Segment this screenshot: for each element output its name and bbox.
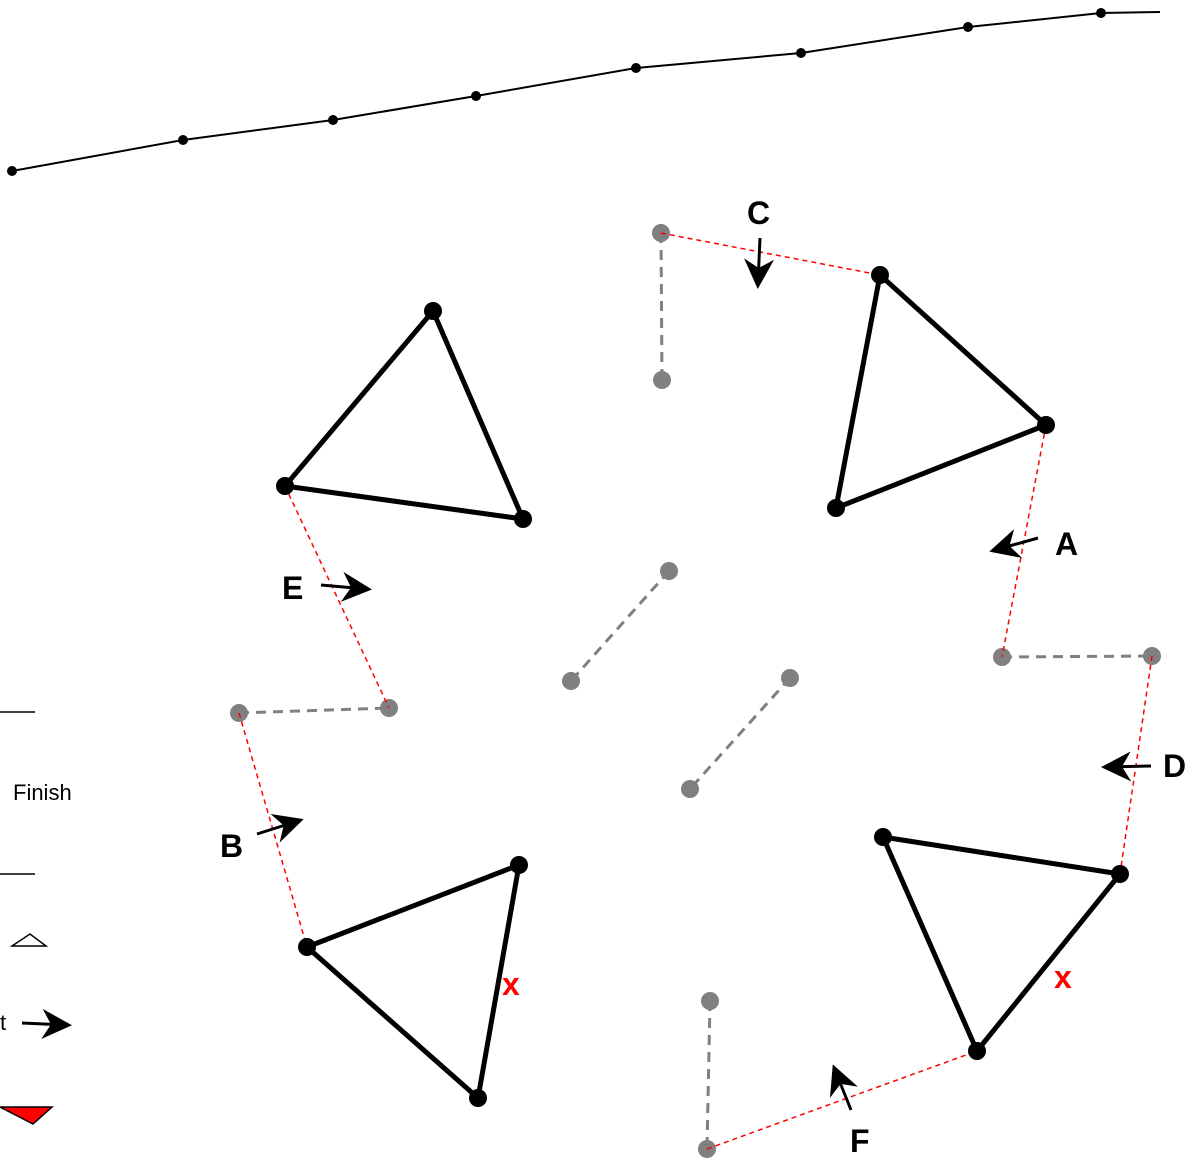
triangle-vertices bbox=[276, 266, 1129, 1107]
label-b: B bbox=[220, 828, 243, 864]
label-arrows bbox=[256, 237, 1152, 1111]
path-labels: A B C D E F bbox=[220, 195, 1186, 1159]
legend-arrow-icon bbox=[21, 1008, 72, 1039]
label-d: D bbox=[1163, 748, 1186, 784]
gray-segment bbox=[569, 570, 671, 682]
arrow-c-icon bbox=[744, 237, 775, 289]
red-connector bbox=[660, 232, 881, 276]
vertex-dot bbox=[514, 510, 532, 528]
vertex-dot bbox=[1037, 416, 1055, 434]
arrow-b-icon bbox=[256, 813, 304, 843]
gray-segment bbox=[659, 232, 664, 381]
red-connector bbox=[284, 485, 390, 709]
vertex-dot bbox=[510, 856, 528, 874]
legend: Finish t bbox=[0, 711, 72, 1125]
gray-dots bbox=[230, 224, 1161, 1158]
triangle-lower-right bbox=[880, 834, 1123, 1054]
label-c: C bbox=[747, 195, 770, 231]
arrow-d-icon bbox=[1101, 751, 1152, 782]
legend-red-triangle-icon bbox=[0, 1106, 54, 1125]
x-mark: x bbox=[1054, 959, 1072, 995]
legend-arrow-label: t bbox=[0, 1010, 6, 1035]
gray-segment bbox=[238, 706, 390, 715]
vertex-dot bbox=[874, 828, 892, 846]
vertex-dot bbox=[871, 266, 889, 284]
triangle-upper-right bbox=[833, 272, 1049, 511]
triangle-lower-left bbox=[304, 862, 522, 1101]
vertex-dot bbox=[827, 499, 845, 517]
vertex-dot bbox=[1111, 865, 1129, 883]
track-dot bbox=[963, 22, 973, 32]
gray-segment bbox=[688, 676, 792, 791]
legend-finish-label: Finish bbox=[13, 780, 72, 805]
gray-segment bbox=[1001, 654, 1153, 659]
track-dot bbox=[7, 166, 17, 176]
gray-dot bbox=[681, 780, 699, 798]
vertex-dot bbox=[469, 1089, 487, 1107]
vertex-dot bbox=[298, 938, 316, 956]
arrow-e-icon bbox=[320, 571, 372, 602]
triangles bbox=[282, 272, 1123, 1101]
red-connector bbox=[706, 1050, 978, 1150]
legend-triangle-icon bbox=[9, 933, 49, 947]
vertex-dot bbox=[968, 1042, 986, 1060]
label-f: F bbox=[850, 1123, 870, 1159]
red-dashed-connectors bbox=[238, 232, 1153, 1150]
arrow-f-icon bbox=[829, 1064, 858, 1111]
track-dot bbox=[328, 115, 338, 125]
gray-dot bbox=[562, 672, 580, 690]
triangle-upper-left bbox=[282, 308, 526, 522]
arrow-a-icon bbox=[989, 529, 1039, 558]
label-e: E bbox=[282, 570, 303, 606]
gray-dot bbox=[660, 562, 678, 580]
label-a: A bbox=[1055, 526, 1078, 562]
x-mark: x bbox=[502, 966, 520, 1002]
gray-dot bbox=[781, 669, 799, 687]
gray-dashed-segments bbox=[238, 232, 1153, 1150]
track-dot bbox=[1096, 8, 1106, 18]
x-marks: x x bbox=[502, 959, 1072, 1002]
top-track bbox=[7, 8, 1161, 176]
vertex-dot bbox=[424, 302, 442, 320]
track-dot bbox=[631, 63, 641, 73]
gray-dot bbox=[653, 371, 671, 389]
vertex-dot bbox=[276, 477, 294, 495]
gray-segment bbox=[705, 1000, 712, 1150]
track-dot bbox=[471, 91, 481, 101]
track-dot bbox=[796, 48, 806, 58]
track-dot bbox=[178, 135, 188, 145]
gray-dot bbox=[701, 992, 719, 1010]
